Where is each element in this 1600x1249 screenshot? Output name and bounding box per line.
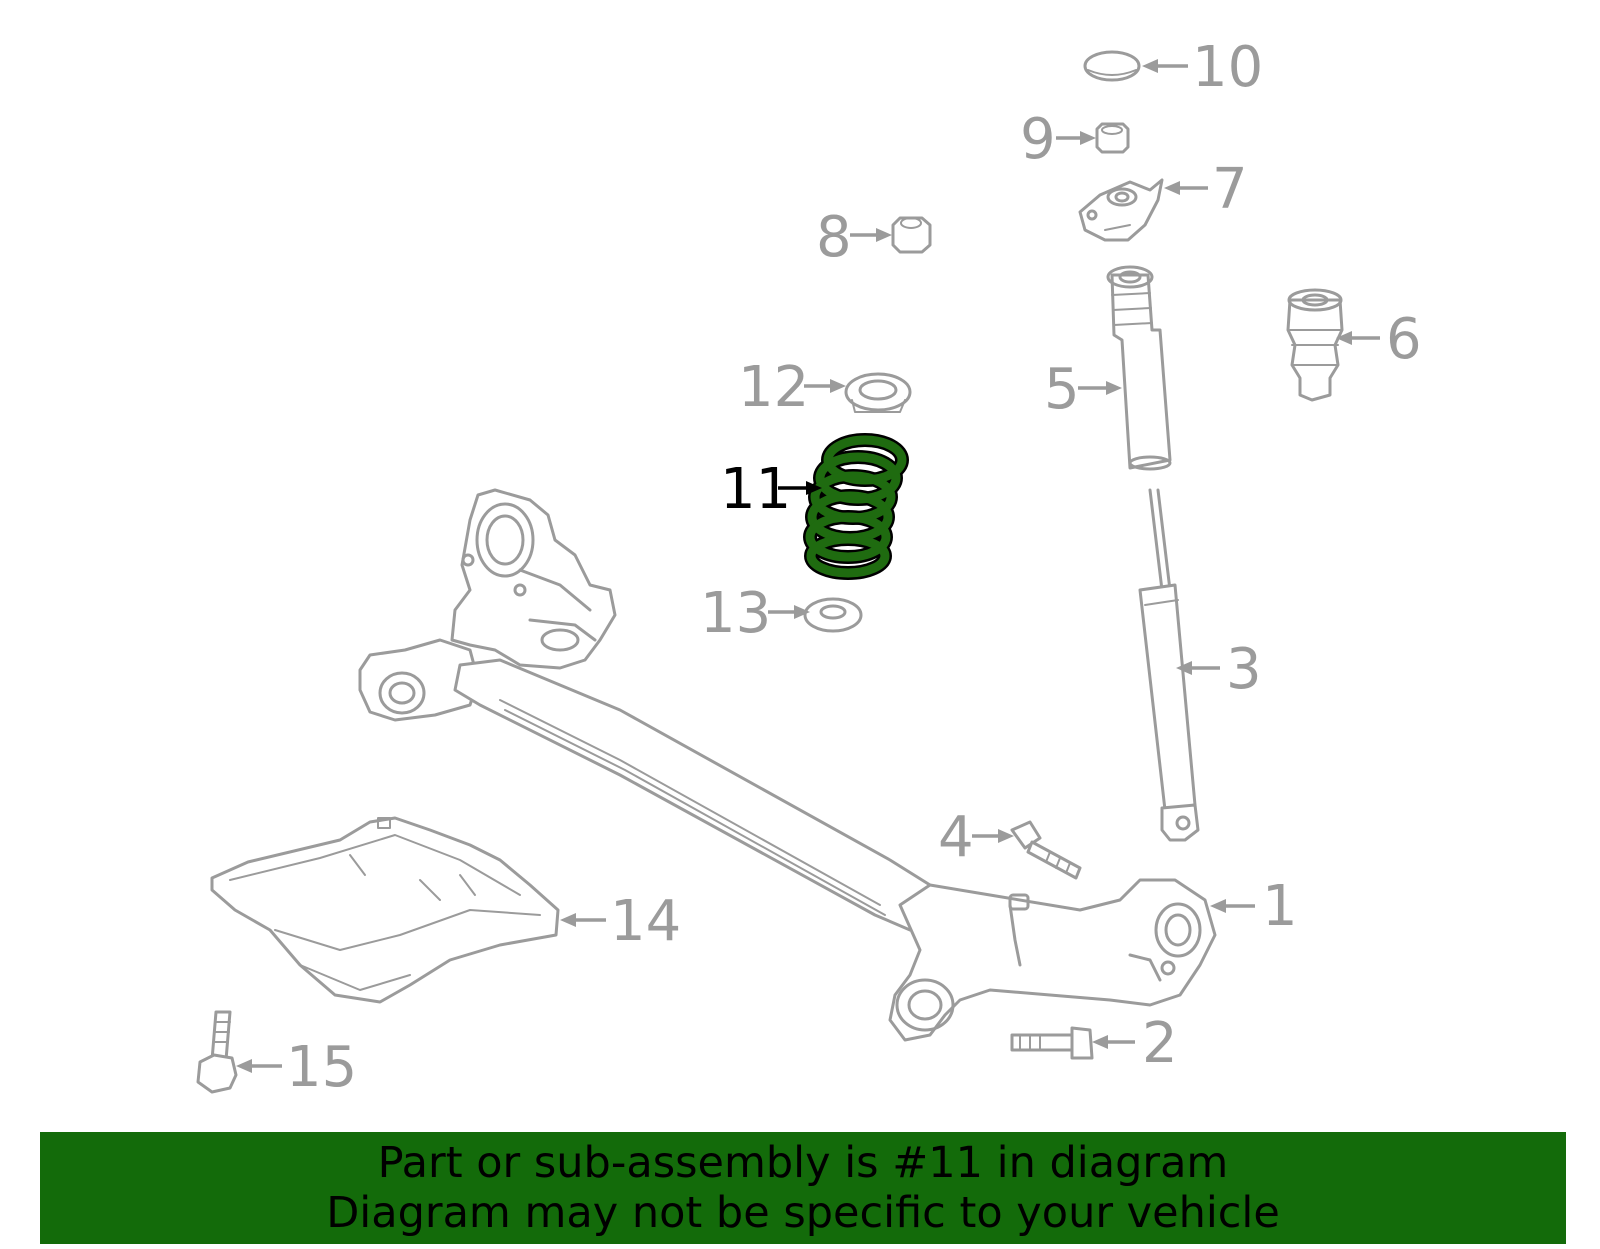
callout-label-14: 14 [610, 889, 681, 954]
callout-label-9: 9 [1020, 107, 1056, 172]
callout-label-7: 7 [1212, 157, 1248, 222]
callout-label-6: 6 [1386, 307, 1422, 372]
bolt-part-4[interactable] [1010, 820, 1082, 880]
callout-label-2: 2 [1142, 1011, 1178, 1076]
nut-part-9[interactable] [1095, 122, 1130, 154]
callout-arrows [236, 59, 1380, 1073]
shock-absorber-part-3[interactable] [1138, 488, 1200, 842]
callout-label-3: 3 [1226, 637, 1262, 702]
callout-label-10: 10 [1192, 35, 1263, 100]
callout-label-8: 8 [816, 205, 852, 270]
cover-part-14[interactable] [210, 816, 560, 1004]
spring-seat-part-13[interactable] [803, 597, 863, 633]
dust-boot-part-5[interactable] [1106, 265, 1172, 471]
callout-label-13: 13 [700, 581, 771, 646]
bump-stop-part-6[interactable] [1286, 288, 1344, 402]
bolt-part-2[interactable] [1010, 1026, 1094, 1060]
bolt-part-15[interactable] [196, 1010, 238, 1094]
callout-label-12: 12 [738, 355, 809, 420]
callout-labels: 1 2 3 4 5 6 7 8 9 10 11 12 13 14 15 [286, 35, 1422, 1100]
callout-label-11: 11 [720, 457, 791, 522]
coil-spring-part-11[interactable] [803, 433, 909, 580]
banner-line-part-number: Part or sub-assembly is #11 in diagram [377, 1138, 1229, 1188]
callout-label-4: 4 [938, 805, 974, 870]
callout-label-15: 15 [286, 1035, 357, 1100]
callout-label-5: 5 [1044, 357, 1080, 422]
spring-seat-part-12[interactable] [844, 372, 912, 413]
callout-label-1: 1 [1262, 874, 1298, 939]
upper-mount-part-7[interactable] [1078, 178, 1164, 242]
banner-line-disclaimer: Diagram may not be specific to your vehi… [326, 1188, 1280, 1238]
nut-part-8[interactable] [891, 216, 932, 254]
info-banner: Part or sub-assembly is #11 in diagram D… [40, 1132, 1566, 1244]
rear-axle-beam-part[interactable] [358, 488, 1217, 1042]
cap-part-10[interactable] [1083, 50, 1141, 82]
